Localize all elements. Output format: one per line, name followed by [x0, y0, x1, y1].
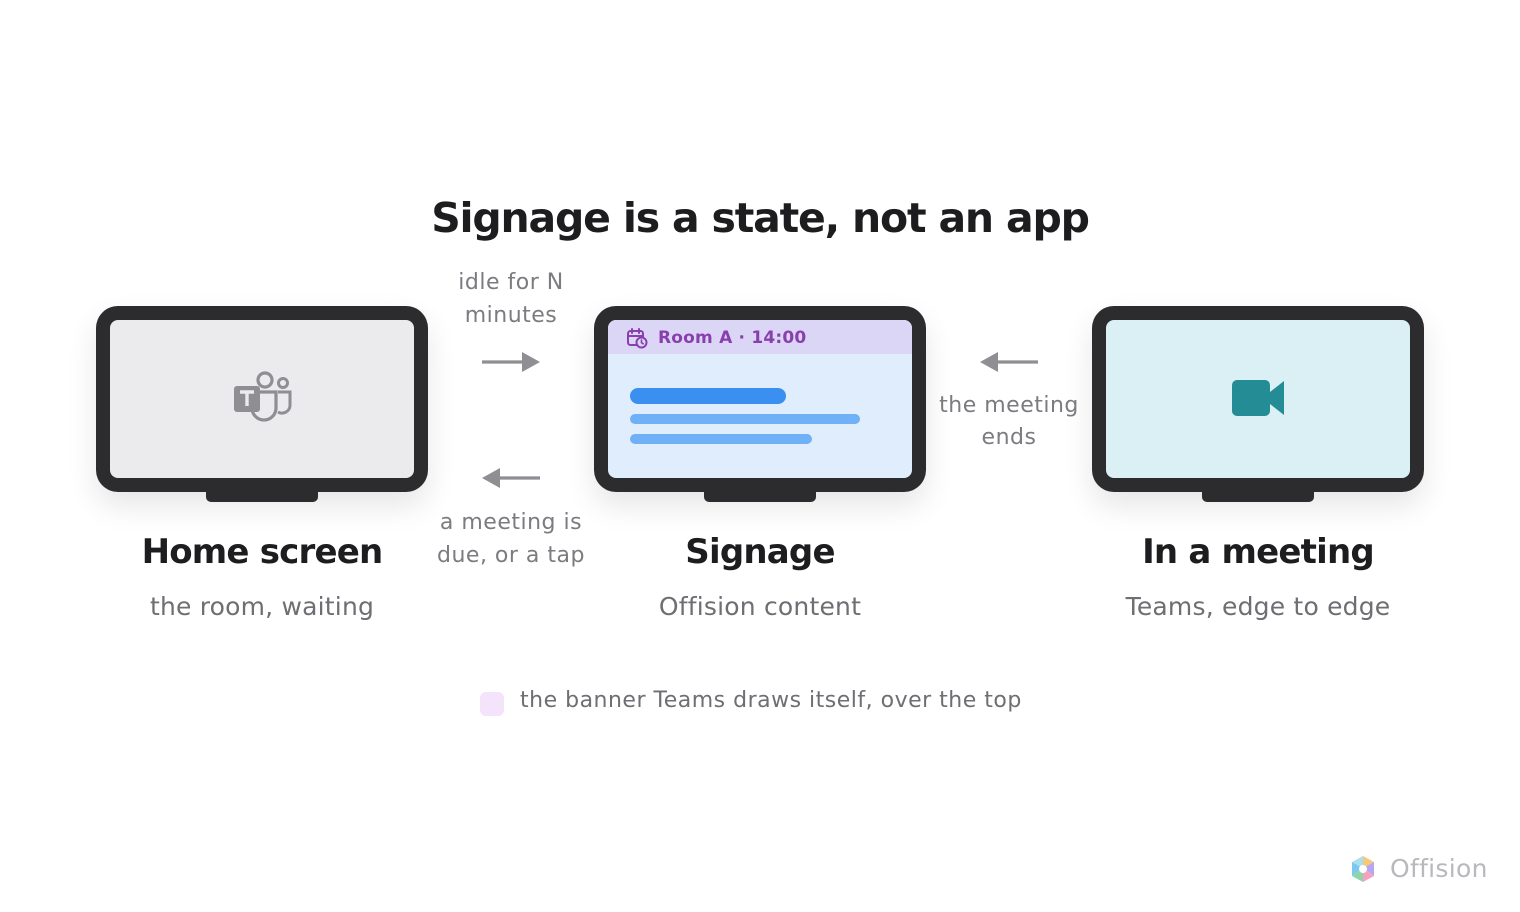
display-bezel	[96, 306, 428, 492]
display-bezel: Room A · 14:00	[594, 306, 926, 492]
device-home-screen	[96, 306, 428, 502]
device-in-a-meeting	[1092, 306, 1424, 502]
brand-name: Offision	[1390, 854, 1488, 883]
transition-label-line: idle for N	[458, 270, 564, 295]
transition-label-line: the meeting	[939, 393, 1079, 418]
display-stand	[1202, 490, 1314, 502]
teams-banner: Room A · 14:00	[608, 320, 912, 354]
video-camera-icon	[1232, 380, 1284, 416]
transition-label-meeting-ends: the meeting ends	[909, 390, 1109, 454]
teams-icon	[234, 371, 292, 422]
transition-label-line: ends	[981, 425, 1037, 450]
brand-logo: Offision	[1350, 850, 1490, 890]
state-title-signage: Signage	[685, 532, 835, 572]
content-headline-bar	[630, 388, 786, 404]
display-bezel	[1092, 306, 1424, 492]
transition-label-idle: idle for N minutes	[411, 266, 611, 332]
state-title-meeting: In a meeting	[1142, 532, 1375, 572]
home-screen-display	[110, 320, 414, 478]
offision-logo-icon	[1352, 856, 1374, 882]
display-stand	[704, 490, 816, 502]
device-signage: Room A · 14:00	[594, 306, 926, 502]
content-line-bar	[630, 434, 812, 444]
display-stand	[206, 490, 318, 502]
transition-label-line: a meeting is	[439, 510, 583, 535]
transition-label-line: due, or a tap	[437, 543, 585, 568]
diagram-title: Signage is a state, not an app	[431, 194, 1090, 242]
legend-text: the banner Teams draws itself, over the …	[520, 688, 1022, 713]
banner-text: Room A · 14:00	[658, 328, 807, 348]
transition-label-line: minutes	[464, 303, 558, 328]
arrow-left-icon	[980, 352, 1038, 372]
arrow-right-icon	[482, 352, 540, 372]
content-line-bar	[630, 414, 860, 424]
calendar-clock-icon	[627, 328, 648, 349]
signage-screen-display: Room A · 14:00	[608, 320, 912, 478]
state-subtitle-meeting: Teams, edge to edge	[1125, 592, 1391, 621]
meeting-screen-display	[1106, 320, 1410, 478]
state-subtitle-signage: Offision content	[658, 592, 862, 621]
arrow-left-icon	[482, 468, 540, 488]
legend-swatch	[480, 692, 504, 716]
transition-label-meeting-due: a meeting is due, or a tap	[411, 506, 611, 572]
state-subtitle-home: the room, waiting	[149, 592, 375, 621]
state-title-home: Home screen	[141, 532, 384, 572]
